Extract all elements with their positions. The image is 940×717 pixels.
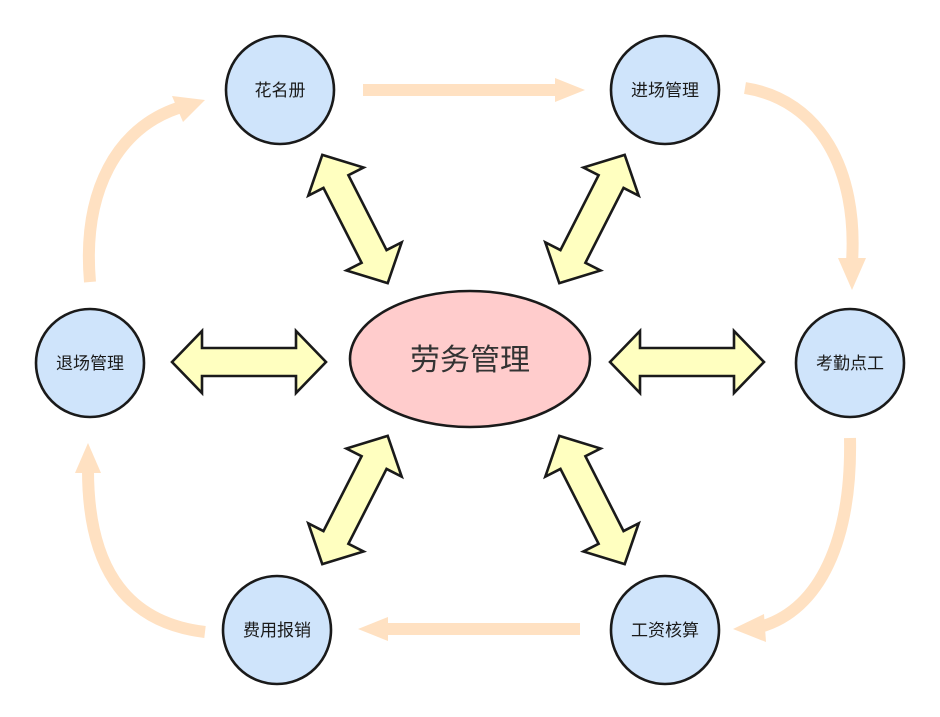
cycle-arrow-exit-to-roster	[83, 96, 205, 283]
double-arrow-roster-center	[306, 153, 404, 285]
node-expense: 费用报销	[221, 574, 333, 686]
double-arrow-entry-center	[543, 153, 641, 285]
node-entry-label: 进场管理	[631, 81, 699, 101]
cycle-arrows	[75, 78, 866, 642]
double-arrow-center-attendance	[608, 327, 766, 397]
node-exit: 退场管理	[34, 307, 146, 419]
center-node-label: 劳务管理	[410, 343, 530, 378]
node-entry: 进场管理	[609, 34, 721, 146]
double-arrow-exit-center	[170, 327, 328, 397]
cycle-arrow-entry-to-attendance	[743, 82, 866, 290]
cycle-arrow-roster-to-entry	[363, 78, 585, 102]
node-attendance-label: 考勤点工	[816, 354, 884, 374]
double-arrow-center-expense	[306, 434, 404, 566]
center-node: 劳务管理	[348, 289, 592, 429]
cycle-arrow-attendance-to-payroll	[733, 437, 857, 642]
node-expense-label: 费用报销	[243, 621, 311, 641]
cycle-arrow-expense-to-exit	[75, 443, 206, 638]
node-payroll-label: 工资核算	[631, 621, 699, 641]
node-payroll: 工资核算	[609, 574, 721, 686]
node-roster: 花名册	[224, 34, 336, 146]
node-roster-label: 花名册	[255, 81, 306, 101]
node-attendance: 考勤点工	[794, 307, 906, 419]
double-arrows	[170, 153, 766, 566]
cycle-arrow-payroll-to-expense	[358, 617, 580, 641]
double-arrow-center-payroll	[543, 434, 641, 566]
node-exit-label: 退场管理	[56, 354, 124, 374]
